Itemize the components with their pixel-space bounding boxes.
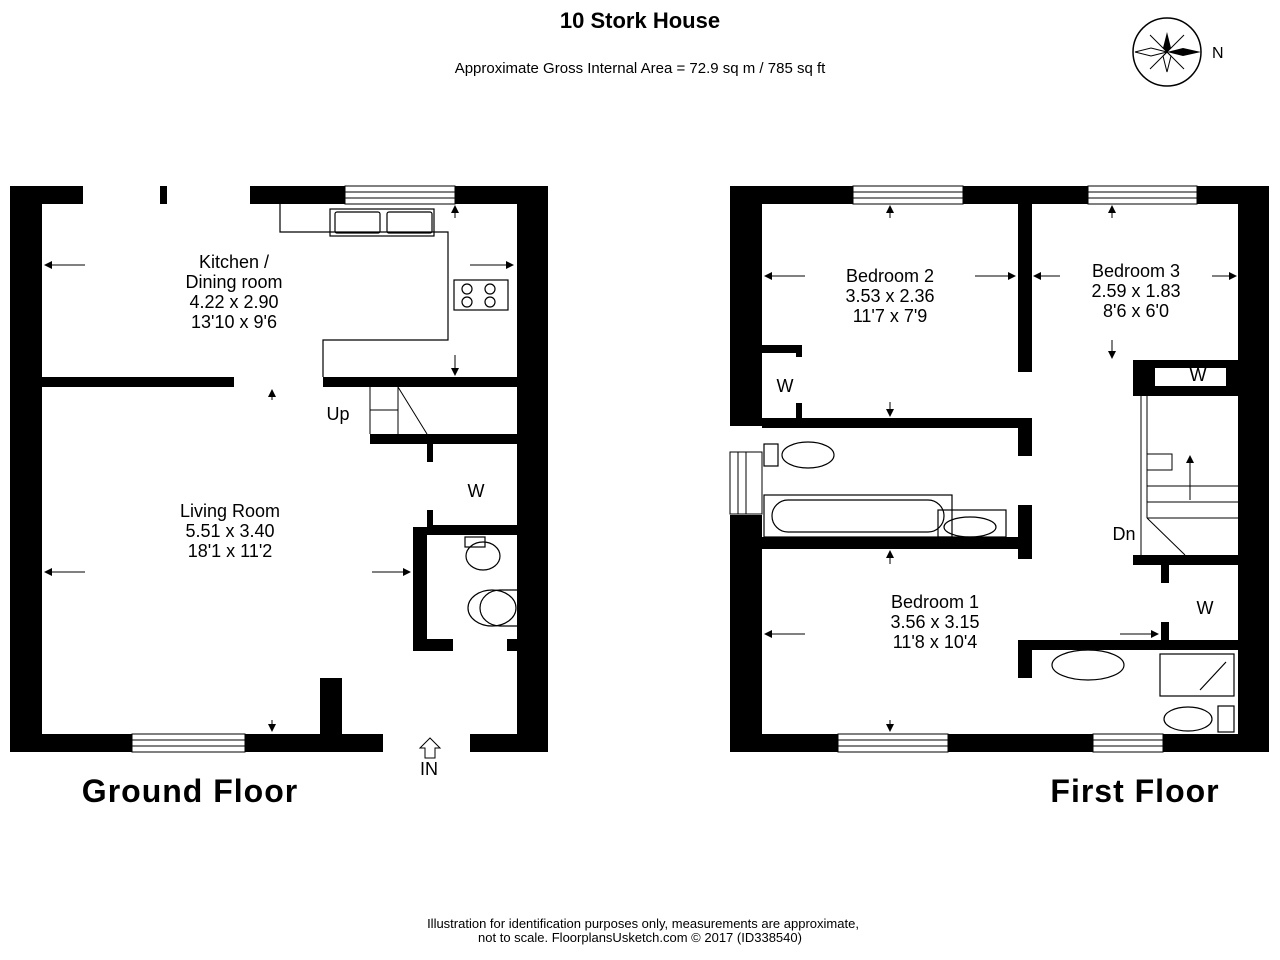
disclaimer-line-2: not to scale. FloorplansUsketch.com © 20…: [478, 930, 802, 945]
bedroom1-metric: 3.56 x 3.15: [890, 612, 979, 632]
compass-icon: [1132, 17, 1202, 87]
ground-window-top: [344, 185, 456, 205]
ground-floor-label: Ground Floor: [82, 773, 298, 809]
bedroom1-imperial: 11'8 x 10'4: [893, 632, 978, 652]
living-room-metric: 5.51 x 3.40: [185, 521, 274, 541]
bedroom2-imperial: 11'7 x 7'9: [853, 306, 928, 326]
area-summary: Approximate Gross Internal Area = 72.9 s…: [455, 60, 826, 77]
first-dimension-arrows: [764, 205, 1237, 732]
plan-title: 10 Stork House: [560, 8, 720, 33]
first-window-bedroom3: [1087, 185, 1198, 205]
ground-stairs-up-label: Up: [326, 404, 349, 424]
bathtub-icon: [763, 494, 953, 538]
ground-stairs: [369, 386, 428, 435]
first-window-bedroom1: [837, 733, 949, 753]
kitchen-counter: [279, 204, 449, 377]
first-floor-walls: [730, 186, 1269, 752]
ground-window-bottom: [131, 733, 246, 753]
shower-icon: [1159, 653, 1235, 697]
kitchen-imperial: 13'10 x 9'6: [191, 312, 277, 332]
basin-icon: [467, 589, 517, 627]
first-window-ensuite: [1092, 733, 1164, 753]
toilet-icon: [464, 536, 501, 571]
bathroom-toilet-icon: [763, 441, 835, 469]
ground-dimension-arrows: [44, 205, 514, 732]
living-room-imperial: 18'1 x 11'2: [188, 541, 273, 561]
bedroom3-label: Bedroom 3: [1092, 261, 1180, 281]
ground-wc-label: W: [468, 481, 485, 501]
entrance-label: IN: [420, 759, 438, 779]
disclaimer-line-1: Illustration for identification purposes…: [427, 916, 859, 931]
bedroom2-metric: 3.53 x 2.36: [845, 286, 934, 306]
first-stairs: [1140, 396, 1238, 556]
first-window-bedroom2: [852, 185, 964, 205]
ground-floor-walls: [10, 186, 548, 752]
kitchen-label-1: Kitchen /: [199, 252, 269, 272]
bedroom1-label: Bedroom 1: [891, 592, 979, 612]
bedroom3-imperial: 8'6 x 6'0: [1103, 301, 1169, 321]
kitchen-label-2: Dining room: [185, 272, 282, 292]
ensuite-toilet-icon: [1163, 705, 1235, 733]
wardrobe-bedroom2-label: W: [777, 376, 794, 396]
first-stairs-down-label: Dn: [1112, 524, 1135, 544]
bedroom2-label: Bedroom 2: [846, 266, 934, 286]
ensuite-basin-icon: [1051, 649, 1125, 681]
entrance-arrow-icon: [418, 737, 442, 759]
bedroom3-metric: 2.59 x 1.83: [1091, 281, 1180, 301]
living-room-label: Living Room: [180, 501, 280, 521]
first-window-bathroom: [729, 451, 763, 515]
hob-icon: [453, 279, 509, 311]
wardrobe-bedroom1-label: W: [1197, 598, 1214, 618]
compass-north-label: N: [1212, 45, 1224, 62]
bathroom-basin-icon: [937, 509, 1007, 538]
first-floor-label: First Floor: [1050, 773, 1219, 809]
kitchen-metric: 4.22 x 2.90: [189, 292, 278, 312]
wardrobe-bedroom3-label: W: [1190, 365, 1207, 385]
